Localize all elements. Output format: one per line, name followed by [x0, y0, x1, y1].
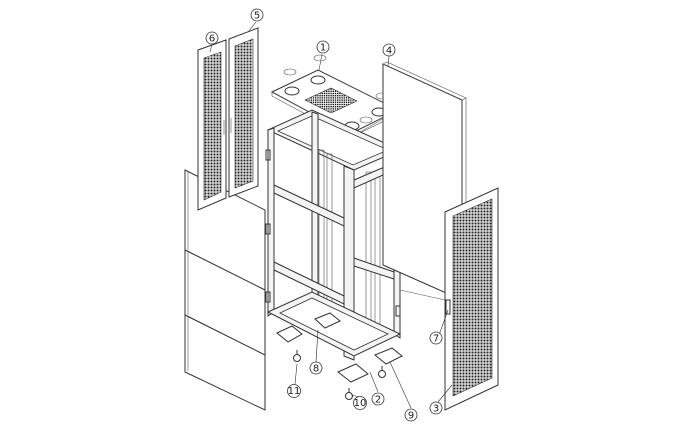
rear-split-doors	[197, 27, 259, 211]
callout-label: 11	[288, 386, 301, 397]
top-cover	[270, 54, 400, 139]
callout-label: 6	[209, 34, 215, 45]
callout-10: 10	[353, 396, 367, 410]
front-door	[444, 187, 499, 411]
callout-8: 8	[309, 361, 323, 375]
callout-label: 7	[433, 334, 439, 345]
callout-5: 5	[250, 8, 264, 22]
callout-4: 4	[382, 43, 396, 57]
leader-lines	[209, 21, 453, 409]
casters-and-feet	[276, 312, 403, 400]
callout-label: 5	[254, 11, 260, 22]
callout-label: 9	[408, 411, 414, 422]
callout-label: 10	[354, 398, 367, 409]
callout-9: 9	[404, 408, 418, 422]
callout-label: 3	[433, 404, 439, 415]
callout-3: 3	[429, 401, 443, 415]
callout-11: 11	[287, 384, 301, 398]
callout-label: 2	[375, 395, 381, 406]
callout-label: 4	[386, 46, 392, 57]
callout-7: 7	[429, 331, 443, 345]
callout-2: 2	[371, 392, 385, 406]
left-side-panels	[184, 169, 266, 411]
callout-1: 1	[316, 40, 330, 54]
callout-label: 8	[313, 364, 319, 375]
callout-6: 6	[205, 31, 219, 45]
callout-label: 1	[320, 43, 326, 54]
